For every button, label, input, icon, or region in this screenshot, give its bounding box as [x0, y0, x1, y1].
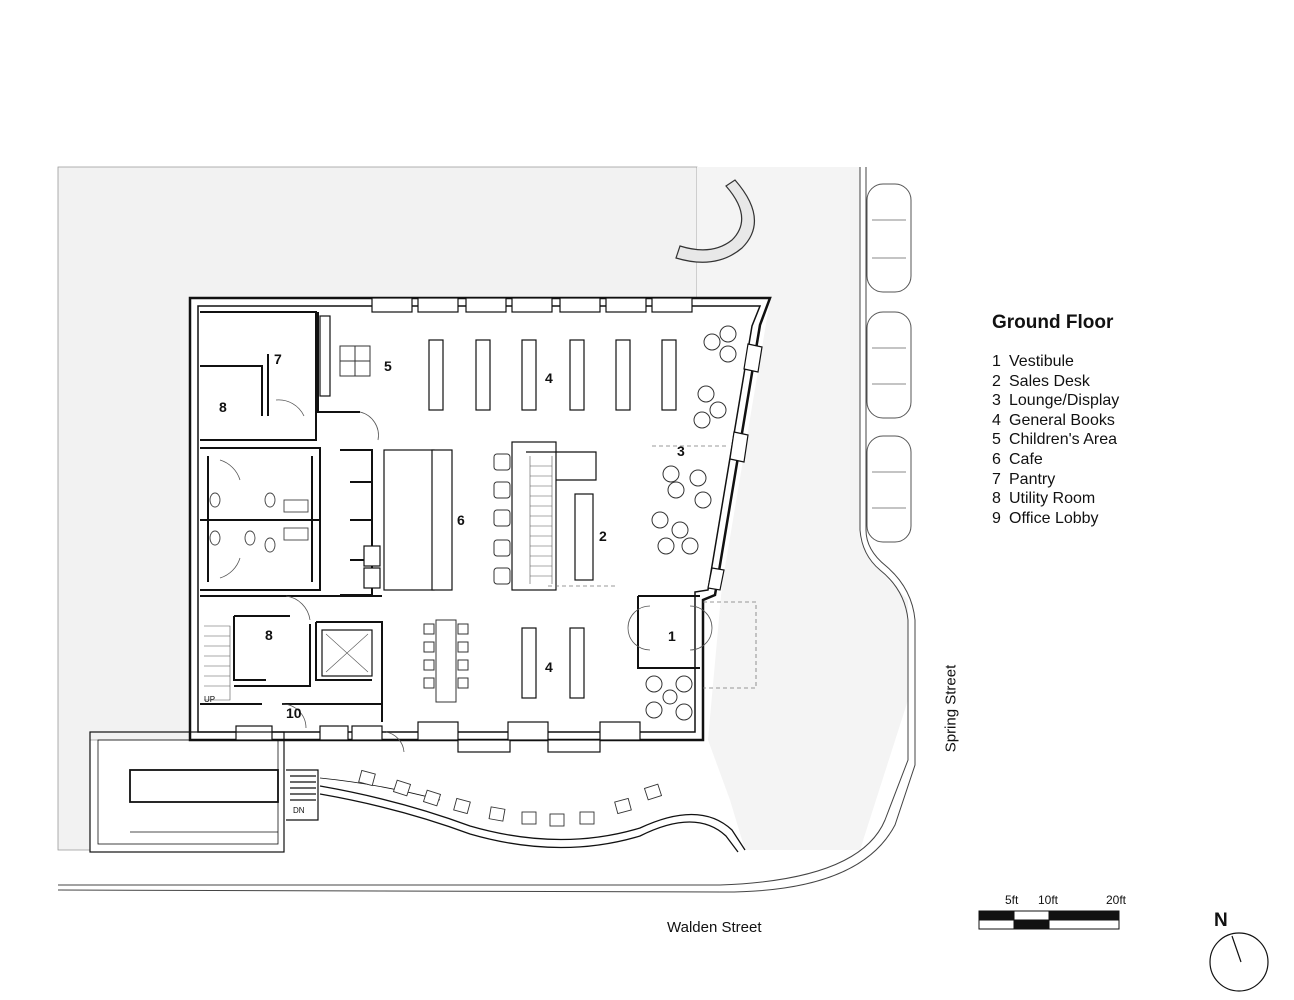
- street-label-spring: Spring Street: [942, 664, 960, 753]
- interior-walls: [200, 311, 700, 722]
- south-stair-structure: [89, 731, 319, 853]
- north-label: N: [1214, 910, 1228, 931]
- room-label-4-north: 4: [545, 370, 553, 386]
- room-labels: 1 2 3 4 4 5 6 7 8 8 10 UP DN: [204, 351, 685, 815]
- stair-up-label: UP: [204, 695, 215, 704]
- curved-planter-north: [675, 179, 755, 263]
- street-label-walden: Walden Street: [667, 919, 762, 936]
- scale-label-20ft: 20ft: [1106, 893, 1127, 907]
- cafe-stools: [423, 453, 511, 703]
- scale-bar: [978, 910, 1120, 930]
- room-label-3: 3: [677, 443, 685, 459]
- room-label-8-north: 8: [219, 399, 227, 415]
- door-swings: [219, 399, 713, 753]
- book-shelves: [319, 315, 677, 699]
- outdoor-benches: [358, 769, 663, 827]
- room-label-8-south: 8: [265, 627, 273, 643]
- lounge-seating: [339, 325, 737, 721]
- entrance-canopy: [548, 445, 757, 689]
- stair-down-label: DN: [293, 806, 305, 815]
- scale-label-5ft: 5ft: [1005, 893, 1019, 907]
- restroom-fixtures: [209, 492, 309, 553]
- room-label-6: 6: [457, 512, 465, 528]
- room-label-1: 1: [668, 628, 676, 644]
- legend-title: Ground Floor: [992, 312, 1114, 333]
- parked-cars: [866, 183, 912, 543]
- site-ground: [57, 166, 916, 893]
- room-label-10: 10: [286, 705, 302, 721]
- scale-label-10ft: 10ft: [1038, 893, 1059, 907]
- room-label-7: 7: [274, 351, 282, 367]
- room-label-4-south: 4: [545, 659, 553, 675]
- stairs: [204, 456, 553, 701]
- room-label-2: 2: [599, 528, 607, 544]
- room-label-5: 5: [384, 358, 392, 374]
- north-arrow: [1209, 932, 1269, 992]
